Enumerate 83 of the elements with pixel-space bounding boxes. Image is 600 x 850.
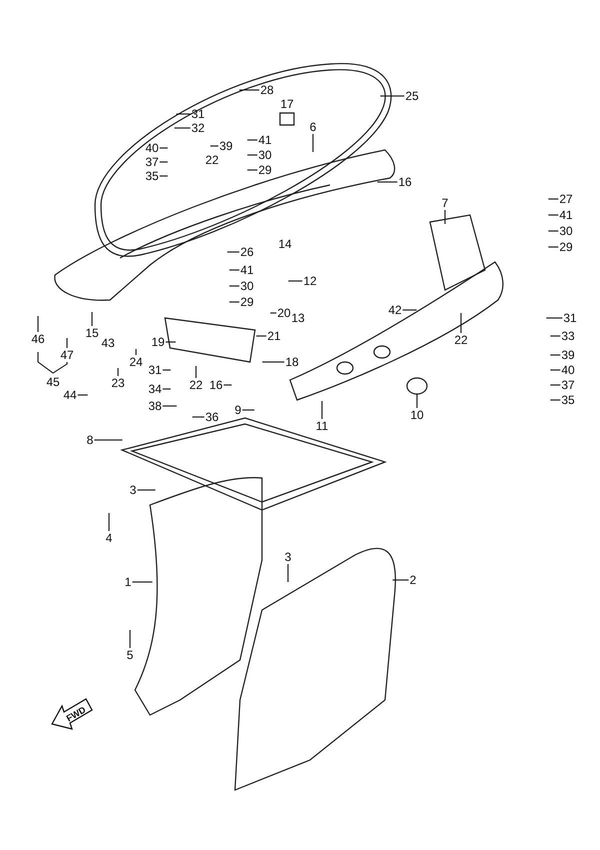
leader-line [548, 230, 559, 232]
callout-number: 27 [559, 193, 573, 205]
callout-number: 4 [106, 532, 112, 544]
callout-number: 43 [101, 337, 115, 349]
callout-number: 10 [410, 409, 424, 421]
callout-number: 18 [285, 356, 299, 368]
leader-line [548, 214, 559, 216]
callout-number: 41 [559, 209, 573, 221]
callout-number: 31 [148, 364, 162, 376]
callout-number: 41 [240, 264, 254, 276]
callout-number: 45 [46, 376, 60, 388]
callout-number: 12 [303, 275, 317, 287]
callout-number: 5 [126, 649, 134, 661]
leader-line [77, 394, 88, 396]
leader-line [223, 384, 232, 386]
callout-number: 44 [63, 389, 77, 401]
callout-number: 47 [60, 349, 74, 361]
callout-number: 35 [145, 170, 159, 182]
callout-number: 3 [284, 551, 292, 563]
leader-line [416, 394, 418, 408]
callout-number: 31 [191, 108, 205, 120]
callout-number: 37 [561, 379, 575, 391]
leader-line [162, 388, 172, 390]
callout-number: 32 [191, 122, 205, 134]
callout-number: 39 [219, 140, 233, 152]
callout-number: 33 [561, 330, 575, 342]
callout-number: 46 [31, 333, 45, 345]
callout-number: 29 [258, 164, 272, 176]
callout-number: 1 [124, 576, 132, 588]
leader-line [548, 246, 559, 248]
leader-line [108, 512, 110, 532]
callout-number: 35 [561, 394, 575, 406]
callout-number: 16 [398, 176, 412, 188]
callout-number: 26 [240, 246, 254, 258]
callout-number: 3 [130, 484, 136, 496]
callout-number: 29 [240, 296, 254, 308]
leader-line [548, 198, 559, 200]
leader-line [550, 384, 561, 386]
callout-number: 19 [151, 336, 165, 348]
callout-number: 22 [454, 334, 468, 346]
callout-number: 2 [410, 574, 416, 586]
callout-number: 31 [563, 312, 577, 324]
direction-label: FWD [64, 704, 88, 724]
callout-number: 6 [310, 121, 316, 133]
leader-line [312, 134, 314, 152]
callout-number: 28 [260, 84, 274, 96]
callout-number: 7 [442, 197, 448, 209]
leader-line [550, 354, 561, 356]
callout-number: 8 [86, 434, 94, 446]
callout-number: 24 [129, 356, 143, 368]
callout-number: 42 [388, 304, 402, 316]
callout-number: 17 [280, 98, 294, 110]
leader-line [460, 312, 462, 334]
callout-number: 13 [291, 312, 305, 324]
callout-number: 22 [189, 379, 203, 391]
callout-number: 30 [258, 149, 272, 161]
callout-number: 14 [278, 238, 292, 250]
leader-line [270, 312, 277, 314]
callout-number: 36 [205, 411, 219, 423]
leader-line [66, 338, 68, 348]
callout-number: 30 [559, 225, 573, 237]
callout-number: 40 [561, 364, 575, 376]
callout-number: 16 [209, 379, 223, 391]
leader-line [246, 154, 258, 156]
callout-number: 38 [148, 400, 162, 412]
leader-line [192, 416, 205, 418]
callout-number: 30 [240, 280, 254, 292]
leader-line [444, 210, 446, 224]
callout-number: 11 [316, 420, 328, 432]
callout-number: 40 [145, 142, 159, 154]
callout-number: 15 [85, 327, 99, 339]
callout-number: 41 [258, 134, 272, 146]
callout-number: 29 [559, 241, 573, 253]
leader-line [288, 280, 303, 282]
callout-number: 34 [148, 383, 162, 395]
callout-number: 22 [205, 154, 219, 166]
callout-number: 37 [145, 156, 159, 168]
callout-number: 23 [111, 377, 125, 389]
callout-number: 20 [277, 307, 291, 319]
callout-number: 25 [405, 90, 419, 102]
callout-number: 39 [561, 349, 575, 361]
callout-number: 21 [267, 330, 281, 342]
callout-number: 9 [234, 404, 242, 416]
